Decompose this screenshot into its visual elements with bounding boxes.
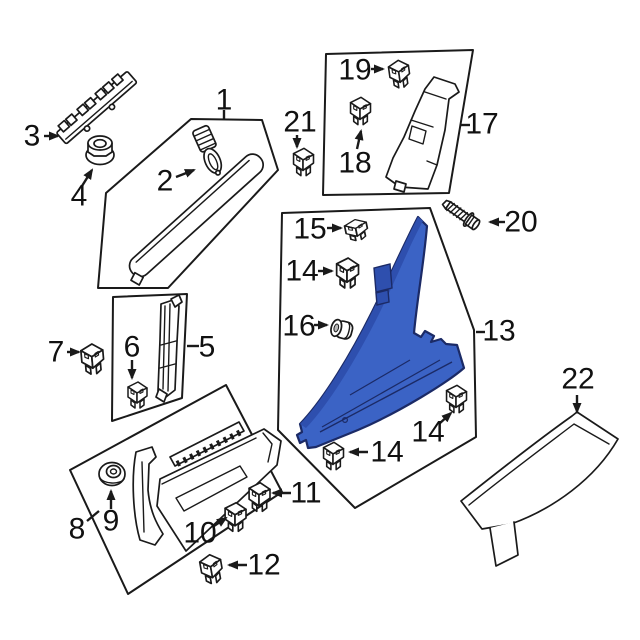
- callout-label-14-23: 14: [411, 416, 444, 449]
- part-10-clip: [224, 501, 247, 533]
- callout-label-22-21: 22: [561, 363, 594, 396]
- part-17-upper-pillar-trim: [385, 76, 460, 193]
- part-1-a-pillar-trim: [128, 153, 264, 286]
- part-20-screw: [441, 199, 481, 231]
- callout-label-6-5: 6: [124, 331, 141, 364]
- part-9-grommet: [98, 461, 126, 487]
- callout-label-14-22: 14: [370, 436, 403, 469]
- callout-label-1-0: 1: [216, 84, 233, 117]
- group-box-1: [97, 118, 279, 289]
- part-5-pillar-reinforcement: [155, 294, 183, 403]
- part-3-rail-bracket: [56, 71, 138, 145]
- callout-label-2-1: 2: [157, 165, 174, 198]
- callout-label-4-3: 4: [71, 180, 88, 213]
- callout-lead-2-1: [175, 168, 196, 179]
- callout-lead-10-9: [213, 516, 228, 527]
- callout-label-10-9: 10: [183, 517, 216, 550]
- callout-label-17-16: 17: [465, 108, 498, 141]
- part-7-clip: [79, 342, 106, 376]
- callout-label-15-14: 15: [293, 213, 326, 246]
- callout-label-9-8: 9: [103, 505, 120, 538]
- callout-label-14-13: 14: [285, 255, 318, 288]
- callout-label-16-15: 16: [282, 310, 315, 343]
- part-8-sill-assembly: [132, 421, 282, 552]
- part-4-nut: [85, 135, 115, 166]
- callout-label-5-4: 5: [199, 331, 216, 364]
- callout-label-12-11: 12: [247, 549, 280, 582]
- part-13-center-pillar-trim: [295, 215, 466, 450]
- callout-lead-18-17: [354, 129, 364, 150]
- part-16-grommet: [330, 318, 354, 340]
- part-12-clip: [197, 552, 226, 586]
- callout-lead-4-3: [80, 168, 94, 187]
- callout-label-18-17: 18: [338, 147, 371, 180]
- callout-label-8-7: 8: [69, 513, 86, 546]
- callout-label-13-12: 13: [482, 315, 515, 348]
- part-22-scuff-plate: [460, 411, 619, 567]
- callout-label-3-2: 3: [24, 120, 41, 153]
- callout-label-21-20: 21: [283, 106, 316, 139]
- callout-label-11-10: 11: [290, 477, 321, 510]
- callout-label-19-18: 19: [338, 54, 371, 87]
- callout-label-20-19: 20: [504, 206, 537, 239]
- callout-lead-14-23: [438, 411, 453, 425]
- callout-lead-8-7: [86, 510, 100, 522]
- part-21-clip: [292, 147, 315, 177]
- callout-label-7-6: 7: [48, 336, 65, 369]
- part-2-visor-bracket: [192, 124, 223, 176]
